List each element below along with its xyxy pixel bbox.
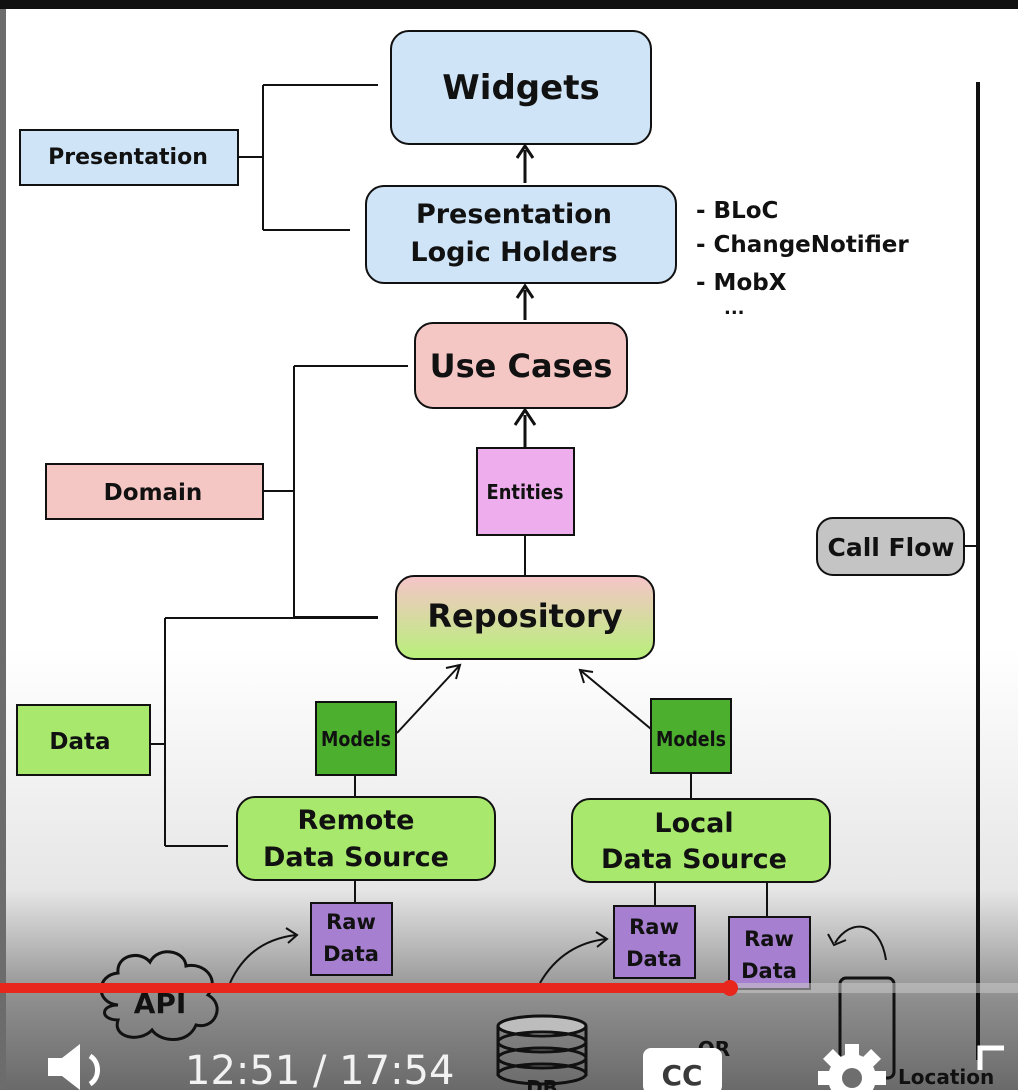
repository-box <box>395 575 655 660</box>
raw-data-label-line2: Data <box>626 947 682 971</box>
raw-data-label-line1: Raw <box>744 927 794 951</box>
progress-bar[interactable] <box>0 980 1018 996</box>
fullscreen-button[interactable] <box>970 1040 1018 1090</box>
raw-data-box <box>613 905 696 979</box>
state-management-item: - ChangeNotifier <box>696 232 909 258</box>
local-data-source-line1: Local <box>654 808 733 839</box>
use-cases-box <box>414 322 628 409</box>
cc-label: CC <box>661 1059 702 1090</box>
raw-data-box <box>728 916 811 990</box>
remote-data-source-box <box>236 796 496 881</box>
raw-data-label-line2: Data <box>741 959 797 983</box>
time-display: 12:51 / 17:54 <box>185 1048 455 1090</box>
local-data-source-box <box>571 798 831 883</box>
database-icon <box>496 1014 588 1086</box>
remote-data-source-line1: Remote <box>297 805 414 836</box>
cc-button[interactable]: CC <box>640 1045 725 1090</box>
raw-data-label-line1: Raw <box>629 915 679 939</box>
raw-data-label-line1: Raw <box>326 910 376 934</box>
models-remote-label: Models <box>321 727 391 751</box>
presentation-layer-label: Presentation <box>48 145 208 170</box>
flow-arrows <box>513 143 537 447</box>
presentation-layer-box <box>19 129 239 186</box>
local-data-source-line2: Data Source <box>601 844 787 875</box>
domain-layer-box <box>45 463 264 520</box>
volume-icon <box>48 1044 100 1090</box>
domain-layer-label: Domain <box>104 480 203 506</box>
fullscreen-icon <box>977 1045 1004 1070</box>
widgets-label: Widgets <box>442 68 599 108</box>
raw-data-label-line2: Data <box>323 942 379 966</box>
cc-icon: CC <box>643 1048 722 1090</box>
call-flow-box <box>816 517 965 576</box>
call-flow-label: Call Flow <box>828 533 955 562</box>
entities-label: Entities <box>487 480 564 504</box>
remote-data-source-line2: Data Source <box>263 842 449 873</box>
state-management-item: - MobX <box>696 270 787 296</box>
progress-fill <box>0 983 730 993</box>
progress-handle[interactable] <box>722 980 738 996</box>
db-label: DB <box>526 1076 558 1090</box>
models-remote-box <box>315 701 397 776</box>
widgets-box <box>390 30 652 145</box>
models-local-box <box>650 698 732 774</box>
frame-edge <box>0 9 6 1090</box>
settings-icon <box>818 1044 886 1090</box>
presentation-logic-label-line1: Presentation <box>416 199 612 230</box>
state-management-item: - BLoC <box>696 198 778 224</box>
presentation-logic-box <box>365 185 677 284</box>
state-management-item: ... <box>724 298 745 319</box>
entities-box <box>476 447 575 536</box>
volume-button[interactable] <box>40 1040 120 1090</box>
data-layer-box <box>16 704 151 776</box>
models-local-label: Models <box>656 727 726 751</box>
settings-button[interactable] <box>812 1038 892 1090</box>
use-cases-label: Use Cases <box>430 347 613 385</box>
raw-data-box <box>310 902 393 976</box>
presentation-logic-label-line2: Logic Holders <box>410 237 617 268</box>
api-cloud-icon <box>99 950 219 1041</box>
data-layer-label: Data <box>49 729 110 755</box>
connector-lines <box>150 84 978 917</box>
repository-label: Repository <box>427 597 622 635</box>
